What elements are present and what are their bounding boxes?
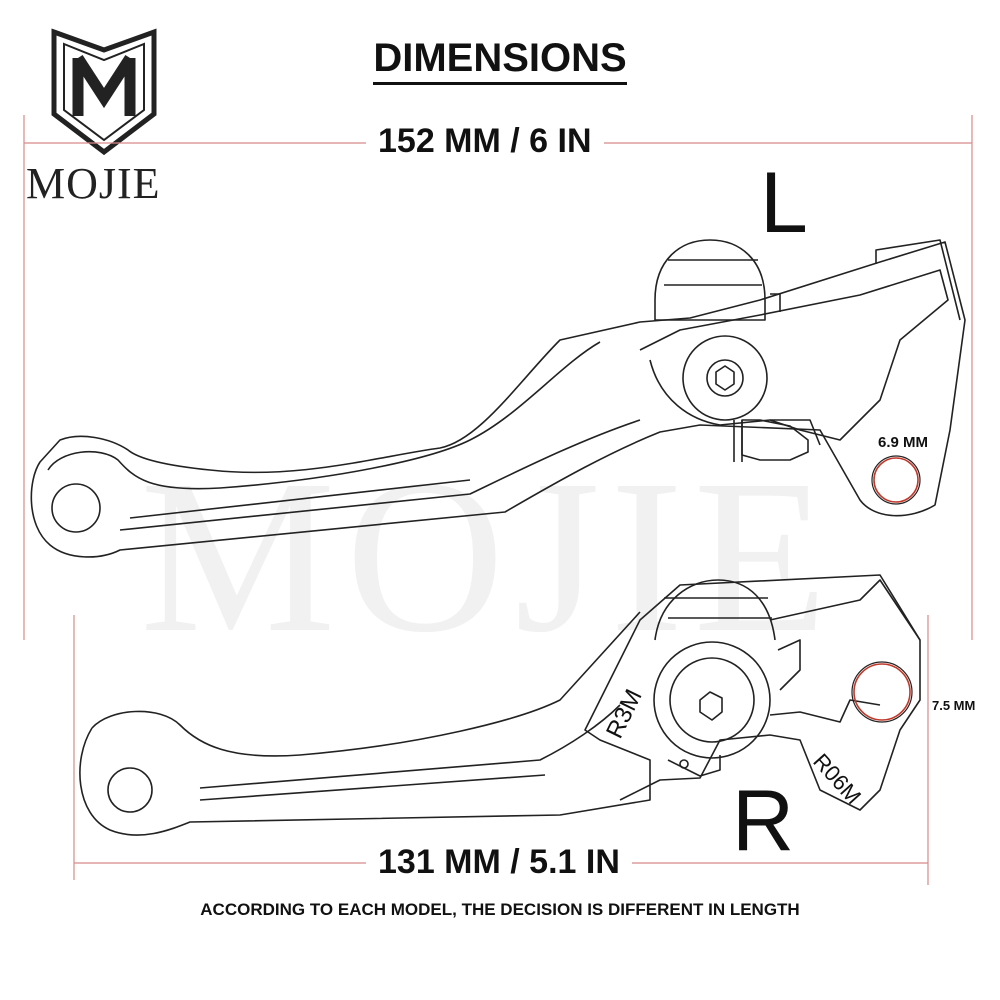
- brand-logo-icon: [51, 28, 157, 156]
- bottom-dimension-label: 131 MM / 5.1 IN: [366, 843, 632, 882]
- right-hole-highlight: [853, 663, 911, 721]
- engraving-r06m: R06M: [808, 749, 866, 809]
- left-hole-dimension: 6.9 MM: [878, 434, 929, 451]
- brand-watermark: MOJIE: [140, 434, 838, 678]
- right-side-label: R: [732, 773, 795, 869]
- footer-note: ACCORDING TO EACH MODEL, THE DECISION IS…: [200, 900, 800, 919]
- left-side-label: L: [760, 155, 808, 251]
- top-dimension-label: 152 MM / 6 IN: [366, 122, 604, 161]
- left-hole-highlight: [873, 457, 919, 503]
- engraving-r3m: R3M: [601, 685, 647, 742]
- right-hole-dimension: 7.5 MM: [932, 698, 976, 713]
- page-title: DIMENSIONS: [0, 36, 1000, 85]
- brand-logo-text: MOJIE: [26, 159, 161, 208]
